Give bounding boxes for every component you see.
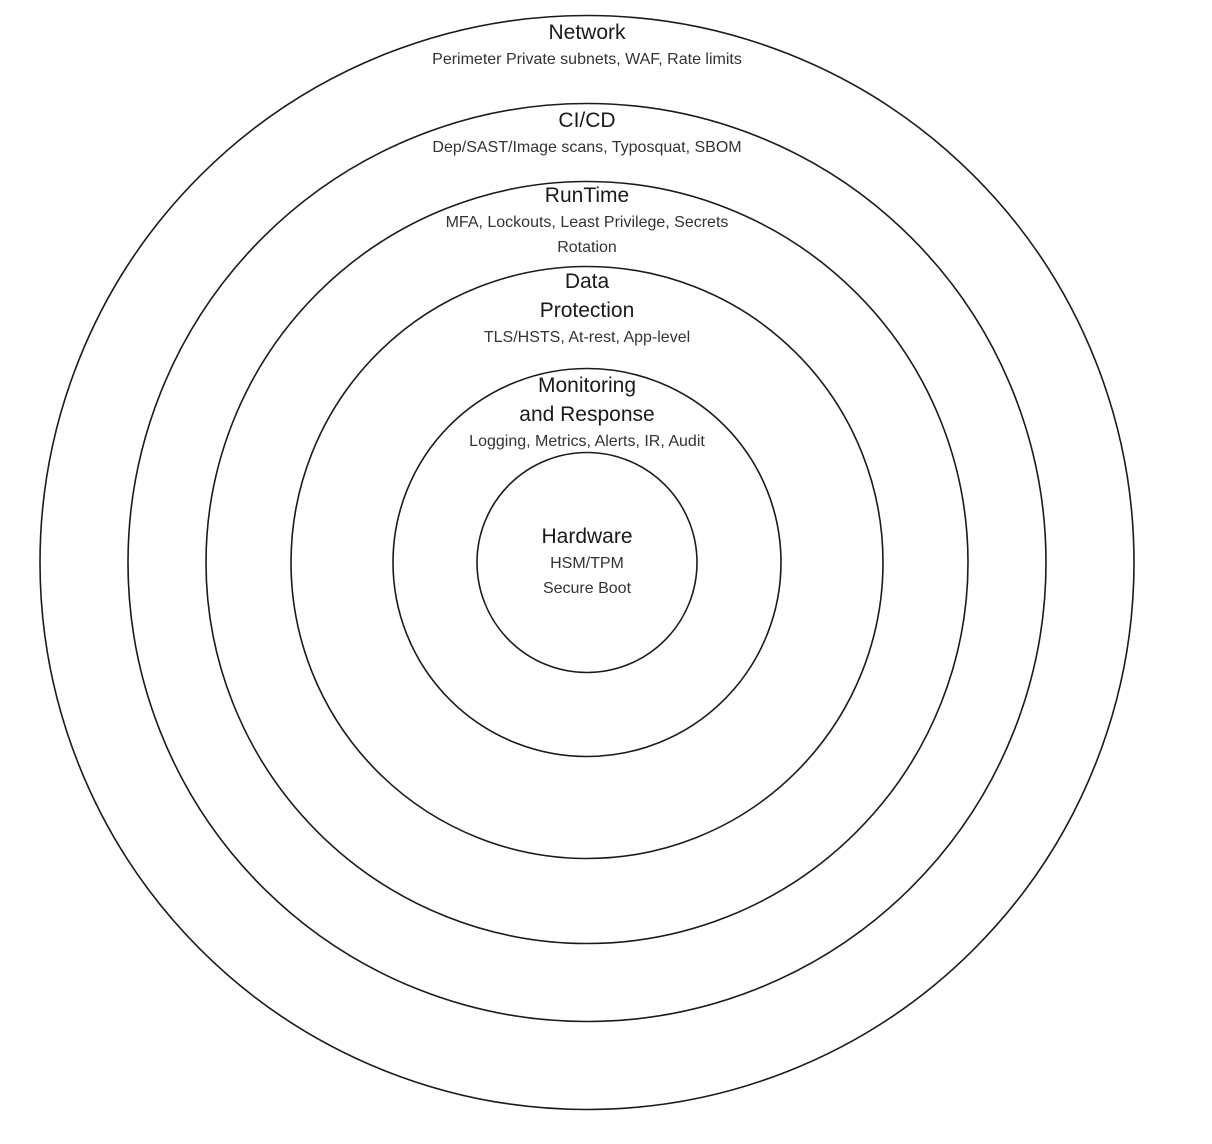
ring-monitoring-and-response <box>392 367 782 758</box>
layer-label-ci-cd: CI/CD Dep/SAST/Image scans, Typosquat, S… <box>432 106 741 160</box>
layer-label-hardware: Hardware HSM/TPM Secure Boot <box>541 522 632 601</box>
layer-label-monitoring-and-response: Monitoring and Response Logging, Metrics… <box>469 371 705 454</box>
ring-hardware <box>476 451 698 674</box>
layer-title-data-protection-line1: Data <box>564 270 610 293</box>
layer-title-hardware: Hardware <box>541 525 633 548</box>
layer-title-monitoring-line1: Monitoring <box>537 374 637 397</box>
layer-title-monitoring-line2: and Response <box>519 403 655 426</box>
ring-runtime <box>205 180 969 945</box>
layer-title-data-protection-line2: Protection <box>539 299 635 322</box>
layer-subtitle-monitoring: Logging, Metrics, Alerts, IR, Audit <box>469 433 705 450</box>
layer-subtitle-runtime-line2: Rotation <box>557 239 617 256</box>
layer-title-ci-cd: CI/CD <box>558 109 616 132</box>
ring-data-protection <box>290 265 884 860</box>
layer-label-runtime: RunTime MFA, Lockouts, Least Privilege, … <box>446 181 729 260</box>
layer-subtitle-network: Perimeter Private subnets, WAF, Rate lim… <box>432 51 742 68</box>
layer-subtitle-hardware-line2: Secure Boot <box>542 580 632 597</box>
layer-subtitle-hardware-line1: HSM/TPM <box>550 555 624 572</box>
layer-title-network: Network <box>548 21 626 44</box>
layer-title-runtime: RunTime <box>544 184 630 207</box>
layer-subtitle-ci-cd: Dep/SAST/Image scans, Typosquat, SBOM <box>432 139 742 156</box>
layer-subtitle-data-protection: TLS/HSTS, At-rest, App-level <box>483 329 691 346</box>
layer-subtitle-runtime-line1: MFA, Lockouts, Least Privilege, Secrets <box>445 214 729 231</box>
ring-network <box>39 14 1135 1111</box>
layer-label-network: Network Perimeter Private subnets, WAF, … <box>432 18 742 72</box>
ring-ci-cd <box>127 102 1047 1023</box>
layer-label-data-protection: Data Protection TLS/HSTS, At-rest, App-l… <box>484 267 690 350</box>
